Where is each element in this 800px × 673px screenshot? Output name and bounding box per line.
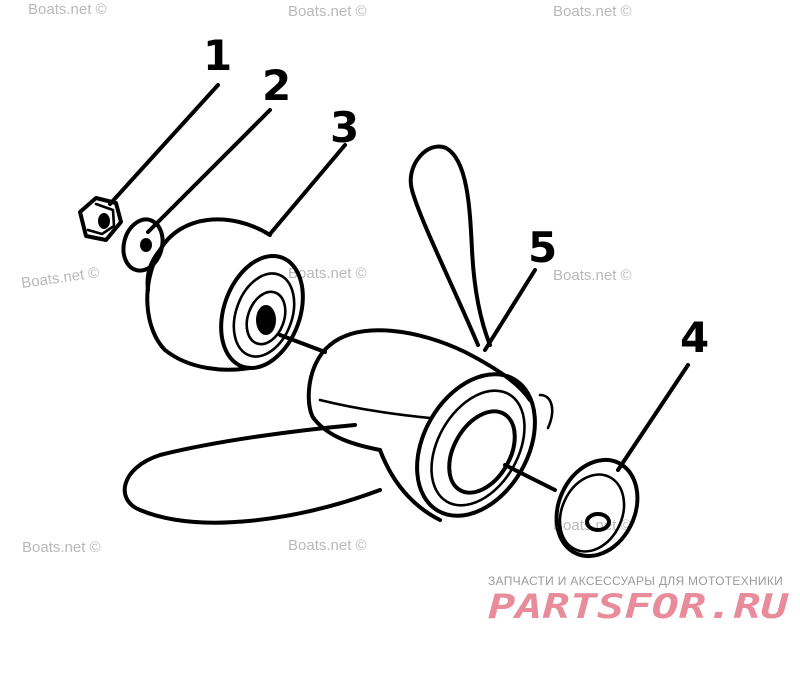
- watermark: Boats.net ©: [22, 539, 101, 556]
- watermark: Boats.net ©: [288, 3, 367, 20]
- branding: ЗАПЧАСТИ И АКСЕССУАРЫ ДЛЯ МОТОТЕХНИКИ PA…: [488, 574, 790, 627]
- nut-drawing: [78, 196, 123, 242]
- watermark: Boats.net ©: [553, 267, 632, 284]
- callout-number: 2: [262, 61, 291, 110]
- watermark: Boats.net ©: [553, 3, 632, 20]
- callout-number: 3: [330, 103, 359, 152]
- callout-number: 4: [680, 313, 709, 362]
- leader-lines: [108, 83, 690, 472]
- callout-labels: 1 2 3 4 5: [203, 31, 709, 362]
- washer-drawing: [121, 217, 165, 273]
- callout-number: 1: [203, 31, 232, 80]
- watermark: Boats.net ©: [553, 517, 632, 534]
- watermark: Boats.net ©: [20, 264, 100, 292]
- watermark: Boats.net ©: [288, 265, 367, 282]
- brand-tagline: ЗАПЧАСТИ И АКСЕССУАРЫ ДЛЯ МОТОТЕХНИКИ: [488, 574, 783, 588]
- thrust-washer-drawing: [503, 457, 640, 559]
- watermark: Boats.net ©: [28, 1, 107, 18]
- propeller-drawing: [122, 144, 554, 525]
- watermark-group: Boats.net © Boats.net © Boats.net © Boat…: [20, 1, 631, 556]
- watermark: Boats.net ©: [288, 537, 367, 554]
- spacer-drawing: [145, 217, 327, 372]
- brand-logo-text: PARTSFOR.RU: [488, 587, 790, 627]
- callout-number: 5: [528, 223, 557, 272]
